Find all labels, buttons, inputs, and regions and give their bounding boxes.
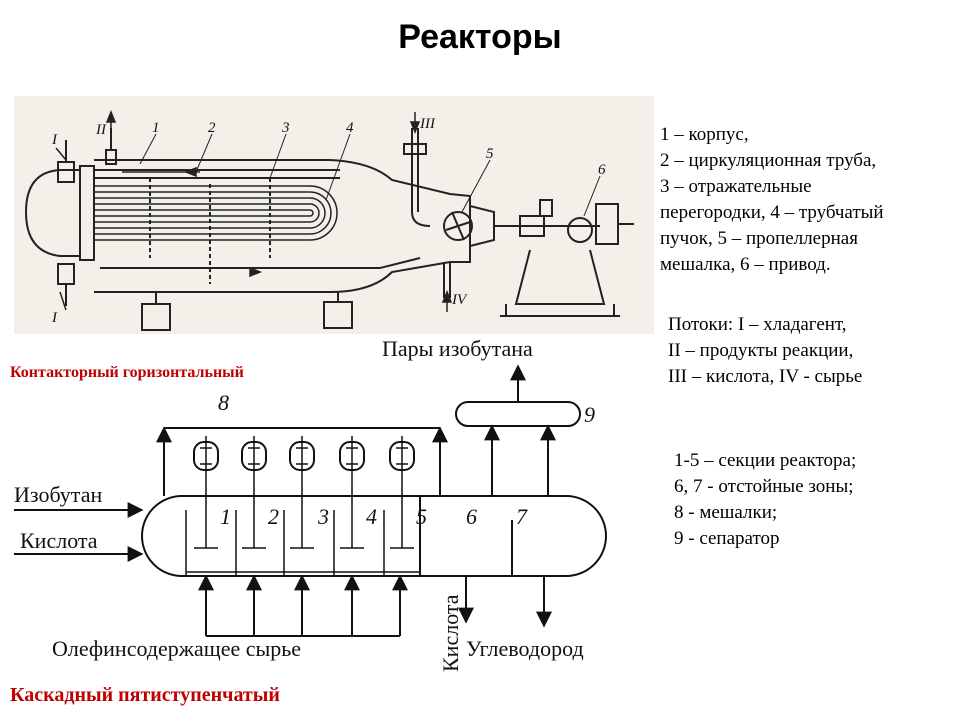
callout-6: 6 [598,162,606,178]
acid-inlet-label: Кислота [20,528,98,553]
section-2-label: 2 [268,504,279,529]
recirculation-path [100,257,421,269]
flow-label-II: II [95,122,107,138]
reactor-head [24,169,80,257]
flow-label-IV: IV [451,292,468,308]
tube-bundle [94,185,338,241]
support-left [141,303,171,331]
separator-number: 9 [584,402,595,427]
acid-outlet-label: Кислота [438,594,463,672]
section-5-label: 5 [416,504,427,529]
section-4-label: 4 [366,504,377,529]
hydrocarbon-outlet-label: Углеводород [466,636,584,661]
mixer-row [193,441,415,471]
callout-5: 5 [486,146,494,162]
cascade-vessel [141,495,607,577]
callout-4: 4 [346,120,354,136]
support-right [323,301,353,329]
section-3-label: 3 [317,504,329,529]
propeller-mixer [443,211,473,241]
callout-2: 2 [208,120,216,136]
flow-label-I-top: I [51,132,58,148]
mixer-number: 8 [218,390,229,415]
section-1-label: 1 [220,504,231,529]
caption-cascade-reactor: Каскадный пятиступенчатый [10,684,280,706]
tube-sheet [79,165,95,261]
page-title: Реакторы [398,18,562,56]
vapor-isobutane-label: Пары изобутана [382,336,533,361]
isobutane-inlet-label: Изобутан [14,482,102,507]
reactor-shell [94,159,471,293]
caption-horizontal-reactor: Контакторный горизонтальный [10,364,244,381]
drive-motor [567,217,593,243]
section-6-label: 6 [466,504,477,529]
legend-sections: 1-5 – секции реактора; 6, 7 - отстойные … [674,450,857,549]
callout-3: 3 [281,120,290,136]
drive-stand [514,249,606,305]
flow-label-III: III [419,116,436,132]
legend-components: 1 – корпус, 2 – циркуляционная труба, 3 … [660,124,884,275]
callout-1: 1 [152,120,160,136]
legend-flows: Потоки: I – хладагент, II – продукты реа… [668,314,863,387]
separator [455,401,581,427]
section-7-label: 7 [516,504,528,529]
flow-label-I-bottom: I [51,310,58,326]
olefin-feed-label: Олефинсодержащее сырье [52,636,301,661]
